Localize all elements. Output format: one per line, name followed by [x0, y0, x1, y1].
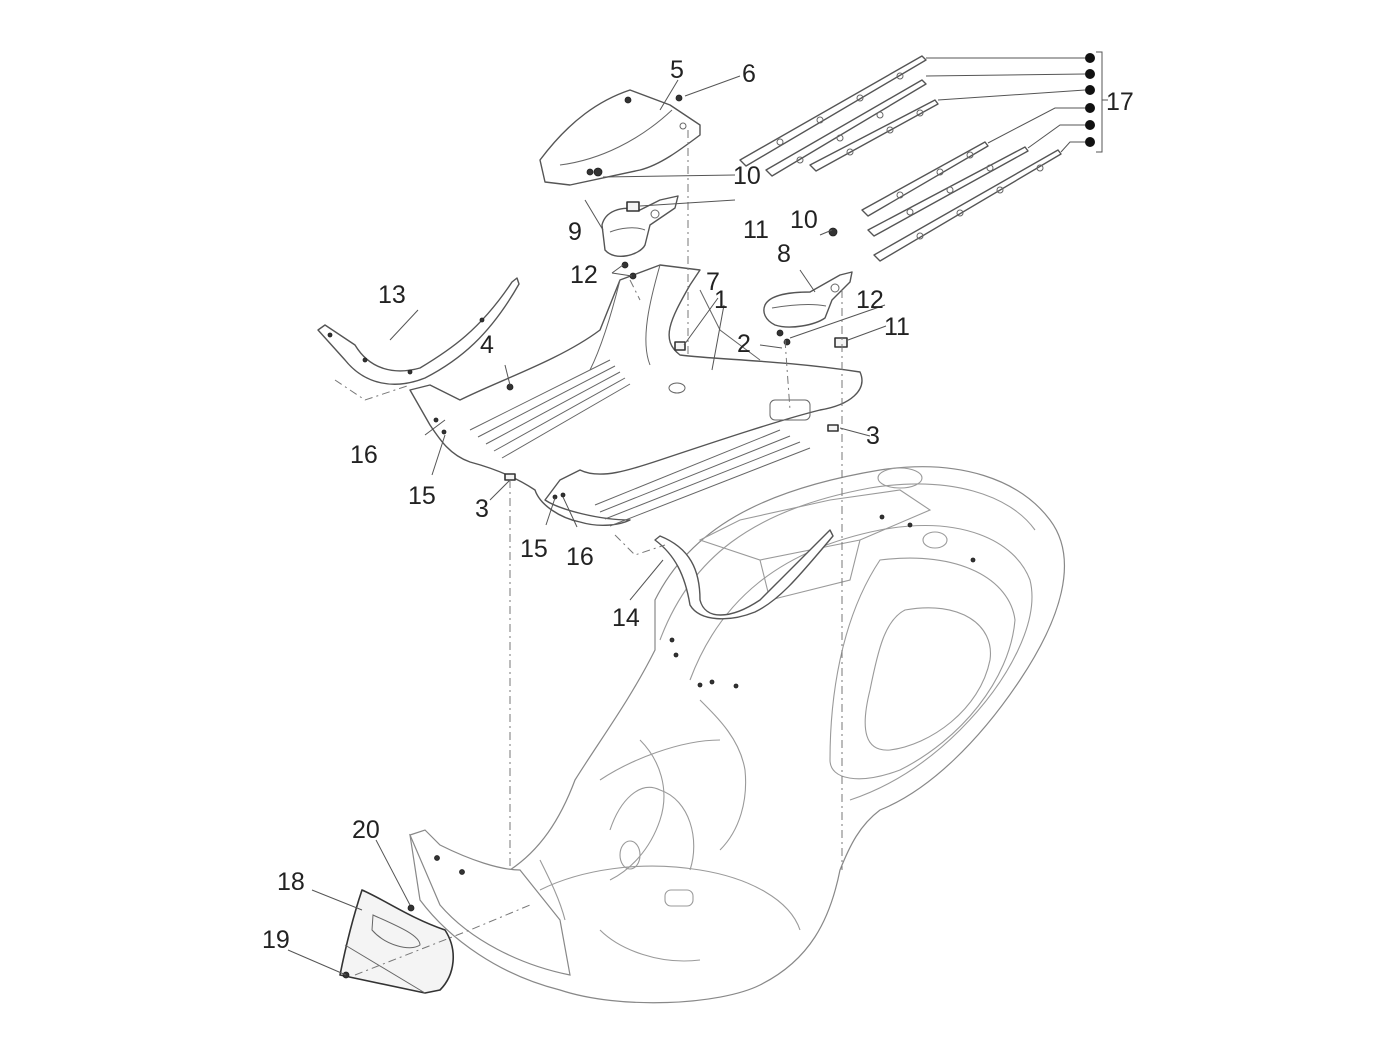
- callout-3a: 3: [475, 495, 489, 523]
- callout-11a: 11: [743, 216, 769, 244]
- bullet-dot: [1085, 120, 1095, 130]
- strip-studs: [776, 72, 1044, 240]
- rubber-strips-part-17: [739, 51, 1108, 262]
- callout-3b: 3: [866, 422, 880, 450]
- callout-19: 19: [262, 926, 290, 954]
- leader-lines: [287, 75, 887, 976]
- callout-12b: 12: [856, 286, 884, 314]
- callout-10b: 10: [790, 206, 818, 234]
- callout-7: 7: [706, 268, 720, 296]
- callout-12a: 12: [570, 261, 598, 289]
- callout-6: 6: [742, 60, 756, 88]
- alignment-lines: [334, 130, 843, 976]
- callout-11b: 11: [884, 313, 910, 341]
- callout-5: 5: [670, 56, 684, 84]
- bullet-dot: [1085, 103, 1095, 113]
- foot-rest-part-9: [601, 195, 679, 258]
- callout-13: 13: [378, 281, 406, 309]
- callout-2: 2: [737, 330, 751, 358]
- foot-rest-part-8: [763, 271, 853, 328]
- callout-17: 17: [1106, 88, 1134, 116]
- bullet-dot: [1085, 85, 1095, 95]
- callout-15a: 15: [408, 482, 436, 510]
- callout-10a: 10: [733, 162, 761, 190]
- bullet-dot: [1085, 137, 1095, 147]
- callout-20: 20: [352, 816, 380, 844]
- tunnel-cover-part-5: [539, 89, 701, 186]
- callout-16a: 16: [350, 441, 378, 469]
- callout-16b: 16: [566, 543, 594, 571]
- callout-15b: 15: [520, 535, 548, 563]
- callout-4: 4: [480, 331, 494, 359]
- callout-8: 8: [777, 240, 791, 268]
- callout-1: 1: [714, 286, 728, 314]
- bullet-dot: [1085, 53, 1095, 63]
- bullet-dot: [1085, 69, 1095, 79]
- callout-18: 18: [277, 868, 305, 896]
- edge-trim-part-14: [654, 529, 834, 620]
- callout-9: 9: [568, 218, 582, 246]
- footboard-part-1: [409, 264, 863, 527]
- scooter-frame: [409, 466, 1065, 1004]
- edge-trim-part-13: [317, 277, 520, 385]
- callout-14: 14: [612, 604, 640, 632]
- spoiler-cover-part-18: [339, 889, 455, 994]
- callout-labels: 5 6 10 9 11 12 7 1 13 4 10 8 12 2 11 3 1…: [262, 56, 1134, 954]
